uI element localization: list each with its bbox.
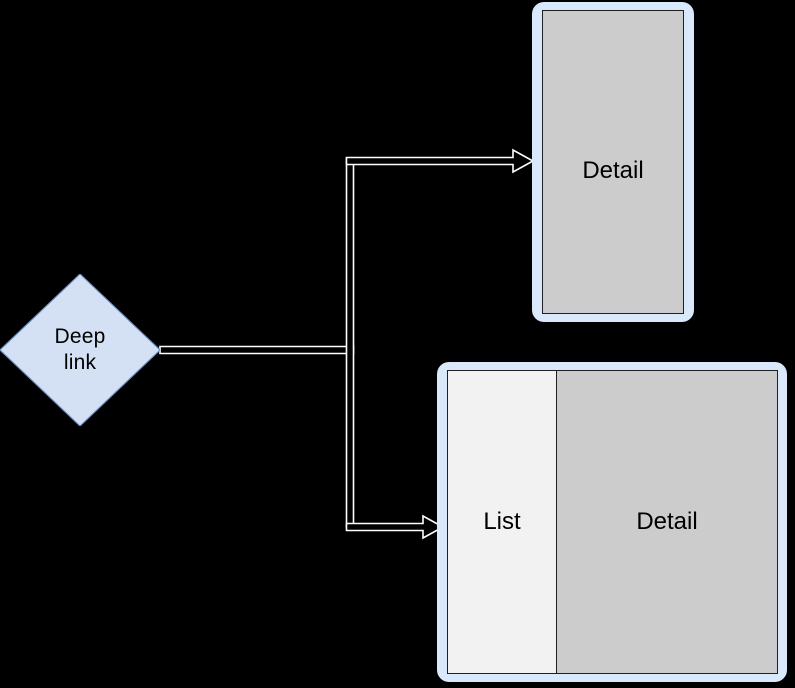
diamond-icon — [0, 274, 160, 426]
node-tablet-screen[interactable]: List Detail — [447, 370, 778, 674]
deep-link-label-line2: link — [63, 351, 97, 374]
tablet-pane-list[interactable]: List — [448, 371, 556, 673]
edge-entry-to-phone — [345, 148, 535, 174]
edge-stem — [159, 345, 355, 355]
phone-pane-detail[interactable]: Detail — [543, 11, 683, 313]
tablet-pane-divider — [556, 371, 557, 673]
edge-trunk — [345, 157, 355, 528]
deep-link-label-line1: Deep — [54, 324, 106, 348]
tablet-pane-detail[interactable]: Detail — [557, 371, 777, 673]
edge-entry-to-tablet — [345, 514, 445, 540]
node-deep-link[interactable]: Deep link — [0, 274, 160, 426]
node-deep-link-label: Deep link — [0, 274, 160, 426]
node-phone-screen[interactable]: Detail — [542, 10, 684, 314]
